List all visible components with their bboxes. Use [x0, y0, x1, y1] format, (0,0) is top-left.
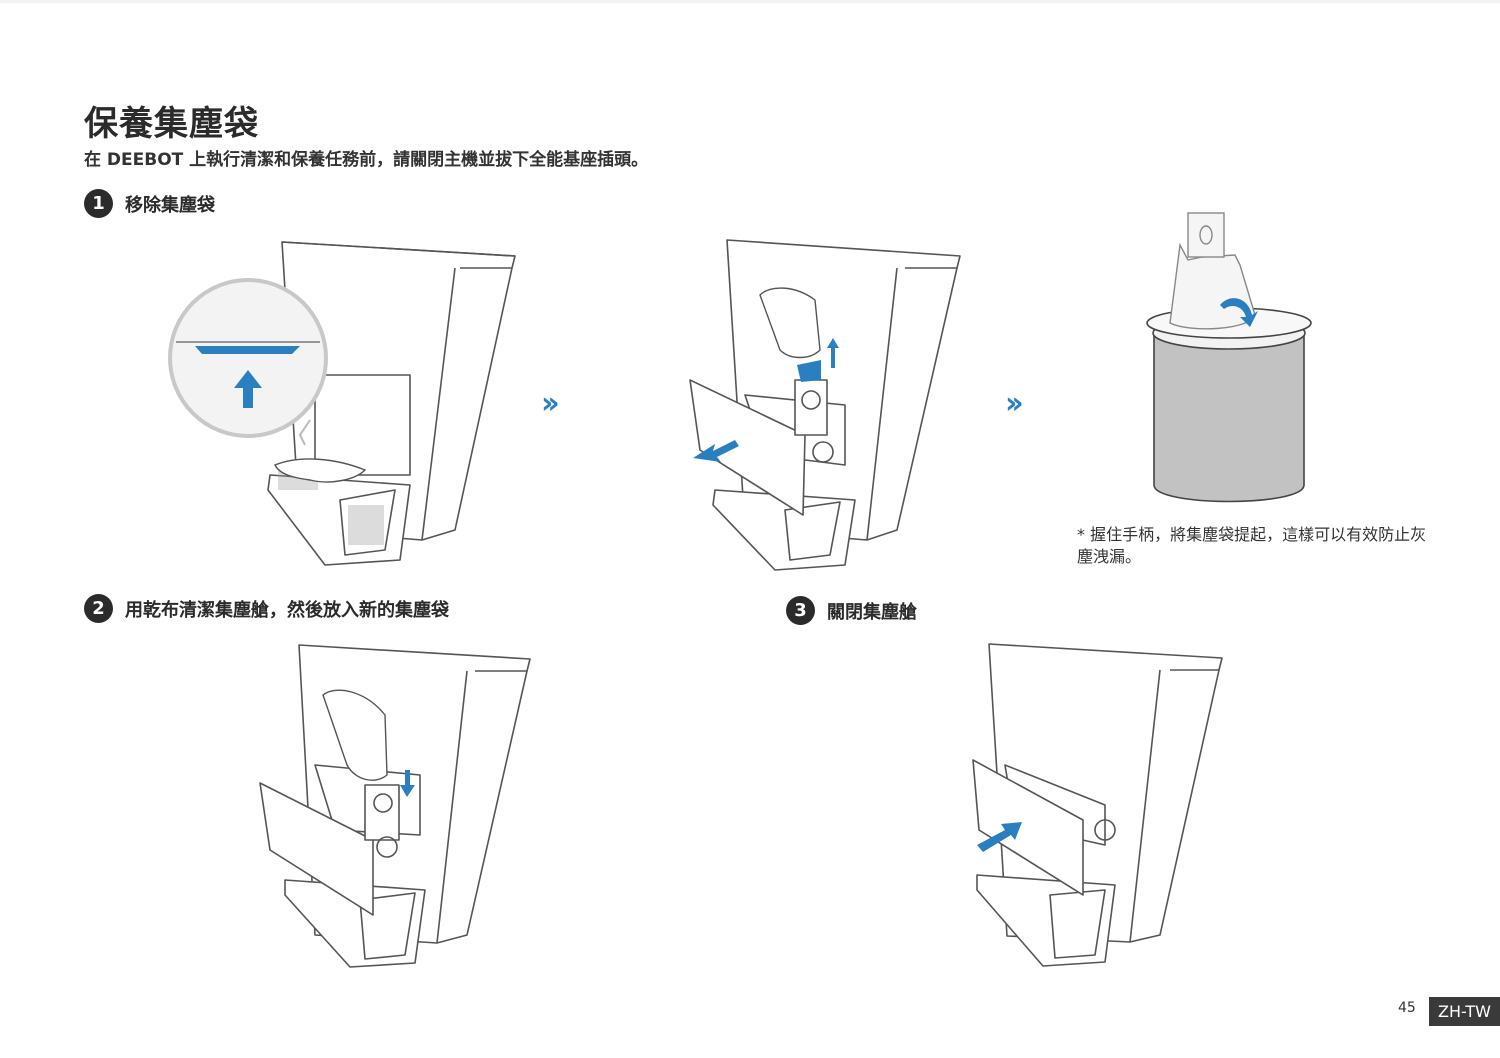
language-badge: ZH-TW — [1429, 997, 1500, 1026]
page-title: 保養集塵袋 — [84, 104, 259, 144]
step-3-illustration — [972, 643, 1223, 967]
page-number: 45 — [1398, 1000, 1416, 1016]
step-label: 用乾布清潔集塵艙，然後放入新的集塵袋 — [125, 599, 449, 621]
bag-handle — [797, 360, 821, 382]
arrow-up-icon — [827, 338, 839, 368]
hand-icon — [274, 458, 367, 483]
step-number-badge: 2 — [84, 594, 113, 623]
step-number-badge: 1 — [84, 189, 113, 218]
arrow-out-icon — [693, 440, 739, 462]
step-2-heading: 2 用乾布清潔集塵艙，然後放入新的集塵袋 — [84, 594, 449, 623]
double-chevron-right-icon: ›› — [541, 386, 560, 421]
step-label: 移除集塵袋 — [125, 194, 215, 216]
arrow-up-icon — [234, 370, 262, 408]
dust-bag — [1169, 242, 1256, 330]
step-3-heading: 3 關閉集塵艙 — [786, 596, 917, 625]
tip-note: * 握住手柄，將集塵袋提起，這樣可以有效防止灰塵洩漏。 — [1077, 525, 1427, 566]
arrow-down-icon — [400, 770, 415, 797]
double-chevron-right-icon: ›› — [1005, 386, 1024, 421]
page-subtitle: 在 DEEBOT 上執行清潔和保養任務前，請關閉主機並拔下全能基座插頭。 — [84, 150, 649, 170]
step-1b-illustration — [689, 239, 961, 571]
step-number-badge: 3 — [786, 596, 815, 625]
step-1-illustration — [168, 241, 516, 566]
magnifier-callout — [168, 278, 328, 446]
hand-icon — [322, 689, 388, 781]
step-2-illustration — [259, 644, 531, 968]
curved-arrow-icon — [1220, 298, 1258, 327]
step-label: 關閉集塵艙 — [827, 601, 917, 623]
bag-bin-illustration — [1146, 212, 1312, 503]
top-rule — [0, 0, 1500, 3]
arrow-in-icon — [977, 822, 1022, 852]
step-1-heading: 1 移除集塵袋 — [84, 189, 215, 218]
hand-icon — [759, 287, 821, 359]
